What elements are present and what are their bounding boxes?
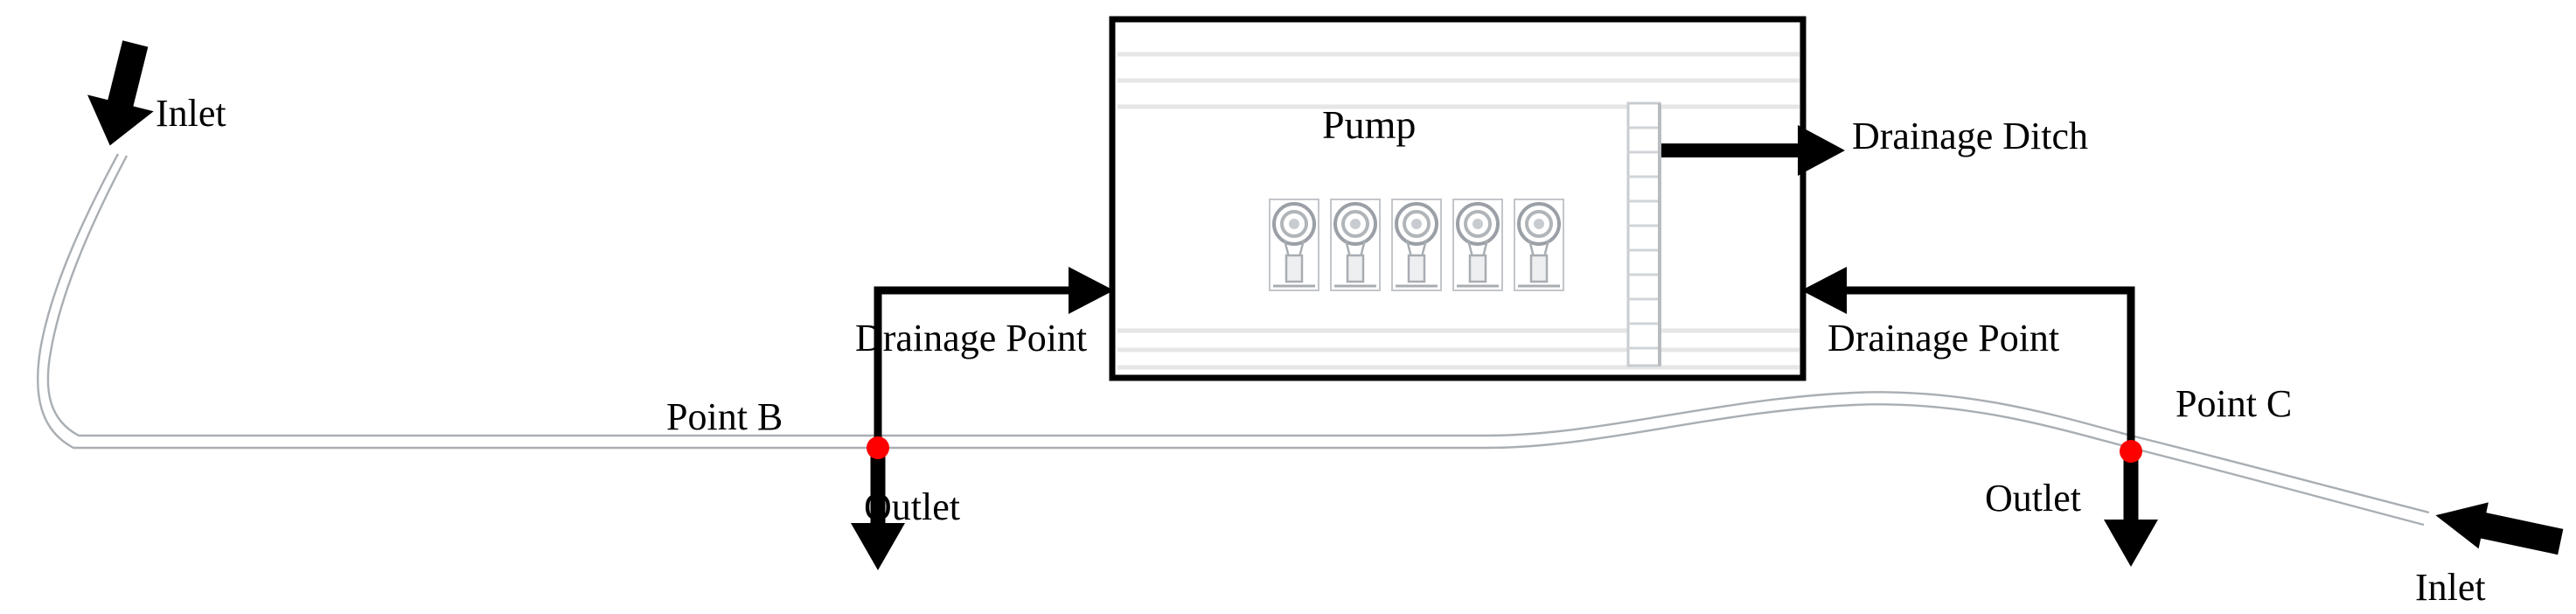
arrowhead-into-pump-left <box>1069 267 1114 314</box>
point-c-marker <box>2120 440 2142 463</box>
pump-unit <box>1514 199 1564 291</box>
outlet-b-label: Outlet <box>864 485 960 528</box>
point-b-marker <box>867 436 889 459</box>
drainage-point-left-label: Drainage Point <box>855 317 1088 359</box>
channel-edge-upper <box>37 153 2425 527</box>
pipe-drainage-point-right <box>1801 267 2135 451</box>
arrow-inlet-bottom-right <box>2435 502 2564 555</box>
pump-floor-bands <box>1117 328 1800 370</box>
pump-unit <box>1269 199 1319 291</box>
point-c-label: Point C <box>2176 382 2293 425</box>
pipe-drainage-point-left <box>874 267 1114 448</box>
arrow-drainage-ditch <box>1661 125 1845 176</box>
channel-edge-lower <box>46 155 2430 514</box>
drainage-ditch-label: Drainage Ditch <box>1852 115 2088 157</box>
inlet-top-left-label: Inlet <box>156 92 226 135</box>
point-b-label: Point B <box>666 395 783 438</box>
arrow-outlet-b <box>851 448 905 570</box>
pump-unit-group <box>1269 199 1564 291</box>
pump-unit <box>1452 199 1503 291</box>
pump-unit <box>1330 199 1381 291</box>
arrowhead-into-pump-right <box>1801 267 1847 314</box>
inlet-bottom-right-label: Inlet <box>2415 566 2486 609</box>
pump-station <box>1109 16 1807 381</box>
pump-roof-bands <box>1117 52 1800 109</box>
pump-unit <box>1391 199 1442 291</box>
outlet-c-label: Outlet <box>1985 477 2081 520</box>
main-channel <box>37 153 2430 527</box>
pump-intake-ladder <box>1626 101 1661 367</box>
arrow-outlet-c <box>2104 451 2158 567</box>
drainage-point-right-label: Drainage Point <box>1828 317 2060 359</box>
pump-label: Pump <box>1322 102 1417 147</box>
arrow-inlet-top-left <box>87 40 154 146</box>
